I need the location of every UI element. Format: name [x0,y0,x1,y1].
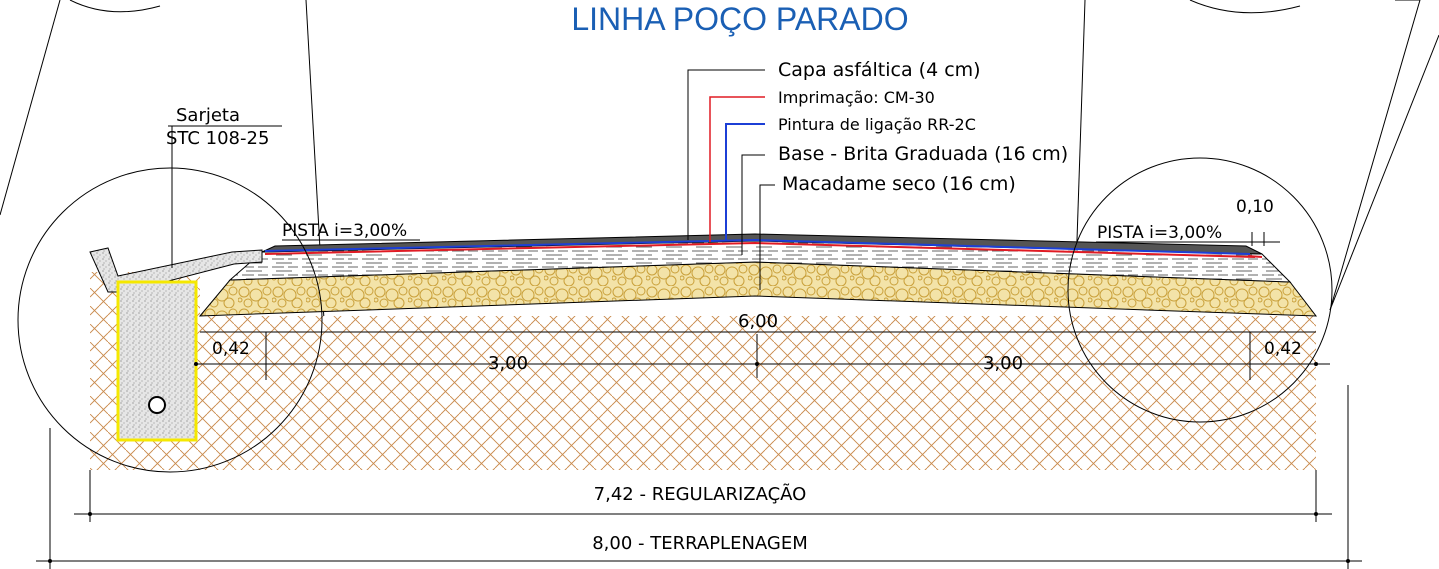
dim-depth-right-label: 0,42 [1264,339,1302,359]
imprimacao-line [264,241,1256,258]
dim-depth-left-label: 0,42 [212,339,250,359]
dim-edge-label: 0,10 [1236,197,1274,217]
dim-node-left [194,362,198,366]
left-detail-circle [17,167,323,473]
slope-left-label: PISTA i=3,00% [282,221,407,241]
right-top-bracket [1329,0,1421,311]
drawing-title: LINHA POÇO PARADO [571,1,908,37]
leader-pintura [725,123,765,240]
terraplenagem-label: 8,00 - TERRAPLENAGEM [592,533,808,554]
sarjeta-name: Sarjeta [176,105,240,126]
label-base: Base - Brita Graduada (16 cm) [778,143,1068,165]
leader-macadame [759,184,775,290]
terraplenagem-node-right [1346,559,1350,563]
dim-half-left-label: 3,00 [488,353,528,374]
sarjeta-code: STC 108-25 [166,128,269,149]
dim-total-width-label: 6,00 [738,311,778,332]
label-macadame: Macadame seco (16 cm) [782,173,1016,195]
label-imprimacao: Imprimação: CM-30 [778,88,935,107]
top-right-detail-circle-arc [1189,0,1301,14]
dim-half-right-label: 3,00 [983,353,1023,374]
regularizacao-node-right [1314,512,1318,516]
top-left-detail-circle-arc [69,0,161,13]
regularizacao-node-left [88,512,92,516]
leader-capa [687,69,765,240]
pintura-line [264,238,1251,255]
right-detail-circle [1067,157,1333,423]
regularizacao-label: 7,42 - REGULARIZAÇÃO [594,483,807,505]
drain-pipe-icon [148,396,166,414]
leader-imprimacao [709,96,765,242]
drain-block [116,280,198,442]
dim-node-center [755,362,759,366]
terraplenagem-node-left [48,559,52,563]
label-capa: Capa asfáltica (4 cm) [778,59,981,81]
soil-subgrade [90,272,1316,470]
slope-right-label: PISTA i=3,00% [1097,223,1222,243]
label-pintura: Pintura de ligação RR-2C [778,115,976,134]
left-leader-line-outer [0,0,61,216]
red-edge-mark [1247,255,1263,258]
dim-node-right [1314,362,1318,366]
right-leader-line-outer [1329,34,1439,311]
leader-base [741,154,765,255]
